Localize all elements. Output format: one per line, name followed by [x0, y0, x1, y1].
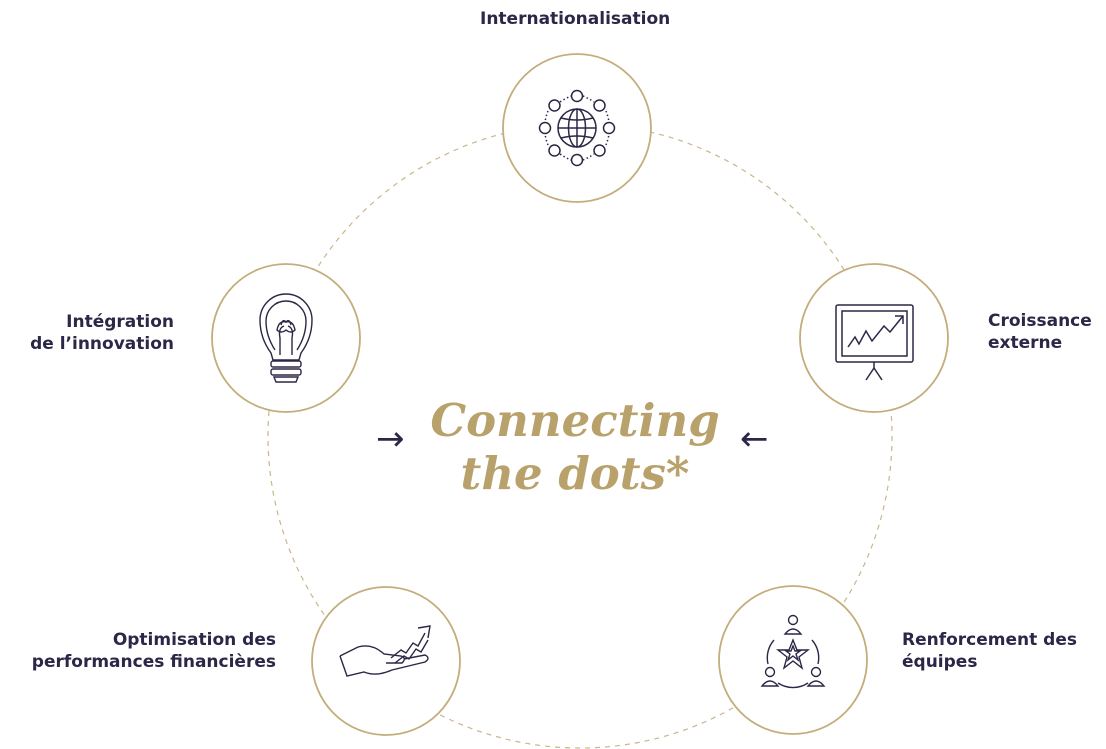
label-line: Renforcement des — [902, 630, 1077, 650]
label-internationalisation: Internationalisation — [480, 8, 670, 30]
lightbulb-icon — [259, 293, 313, 383]
globe-network-icon — [538, 89, 616, 167]
team-star-icon — [760, 614, 826, 689]
node-renforcement-equipes — [718, 585, 868, 735]
label-line: performances financières — [31, 652, 276, 672]
label-integration-innovation: Intégration de l’innovation — [30, 311, 174, 355]
label-line: Optimisation des — [112, 630, 276, 650]
presentation-chart-icon — [835, 304, 914, 381]
center-title-line-1: Connecting — [430, 394, 720, 447]
center-title-line-2: the dots* — [460, 447, 690, 500]
arrow-left-icon: ← — [740, 419, 769, 459]
label-line: équipes — [902, 652, 978, 672]
label-line: Intégration — [66, 312, 174, 332]
connecting-ring — [267, 123, 893, 749]
node-internationalisation — [502, 53, 652, 203]
label-optimisation-performances: Optimisation des performances financière… — [32, 629, 276, 673]
node-integration-innovation — [211, 263, 361, 413]
label-line: de l’innovation — [30, 334, 174, 354]
hand-growth-icon — [339, 625, 431, 677]
arrow-right-icon: → — [376, 419, 405, 459]
label-line: externe — [988, 333, 1063, 353]
label-line: Internationalisation — [480, 9, 671, 29]
center-title: Connecting the dots* — [0, 394, 1106, 500]
node-optimisation-performances — [311, 586, 461, 736]
label-croissance-externe: Croissance externe — [988, 310, 1092, 354]
label-line: Croissance — [988, 311, 1092, 331]
node-croissance-externe — [799, 263, 949, 413]
label-renforcement-equipes: Renforcement des équipes — [902, 629, 1077, 673]
